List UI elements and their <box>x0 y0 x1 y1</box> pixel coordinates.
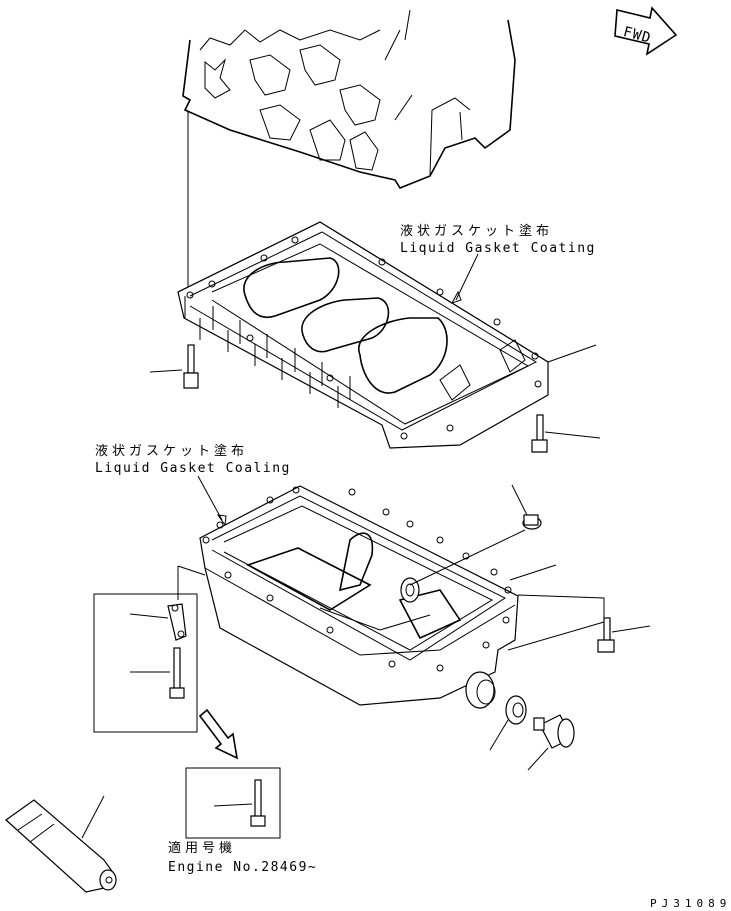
bracket <box>129 603 187 641</box>
lower-oil-pan <box>199 485 519 709</box>
fwd-label: FWD <box>621 24 652 47</box>
down-arrow-icon <box>198 708 239 760</box>
drain-plug <box>527 714 575 771</box>
applicable-label-en: Engine No.28469~ <box>168 860 317 875</box>
bolt <box>130 647 185 699</box>
lower-gasket-label-en: Liquid Gasket Coaling <box>95 461 291 476</box>
applicable-label-jp: 適用号機 <box>168 840 236 856</box>
drain-washer <box>489 695 527 751</box>
plug <box>511 484 542 530</box>
bolt <box>597 617 651 653</box>
bolt <box>149 344 199 389</box>
detail-box <box>185 767 281 839</box>
detail-box <box>93 593 198 733</box>
upper-gasket-label-en: Liquid Gasket Coating <box>400 241 596 256</box>
lower-gasket-label-jp: 液状ガスケット塗布 <box>95 443 248 459</box>
gasket-tube-icon <box>5 795 117 893</box>
upper-oil-pan <box>177 221 549 449</box>
bolt <box>531 414 601 453</box>
upper-gasket-label-jp: 液状ガスケット塗布 <box>400 223 553 239</box>
fwd-arrow-icon: FWD <box>614 6 678 56</box>
bolt <box>213 779 266 827</box>
part-number: PJ31089 <box>650 897 731 910</box>
engine-block <box>182 9 516 189</box>
